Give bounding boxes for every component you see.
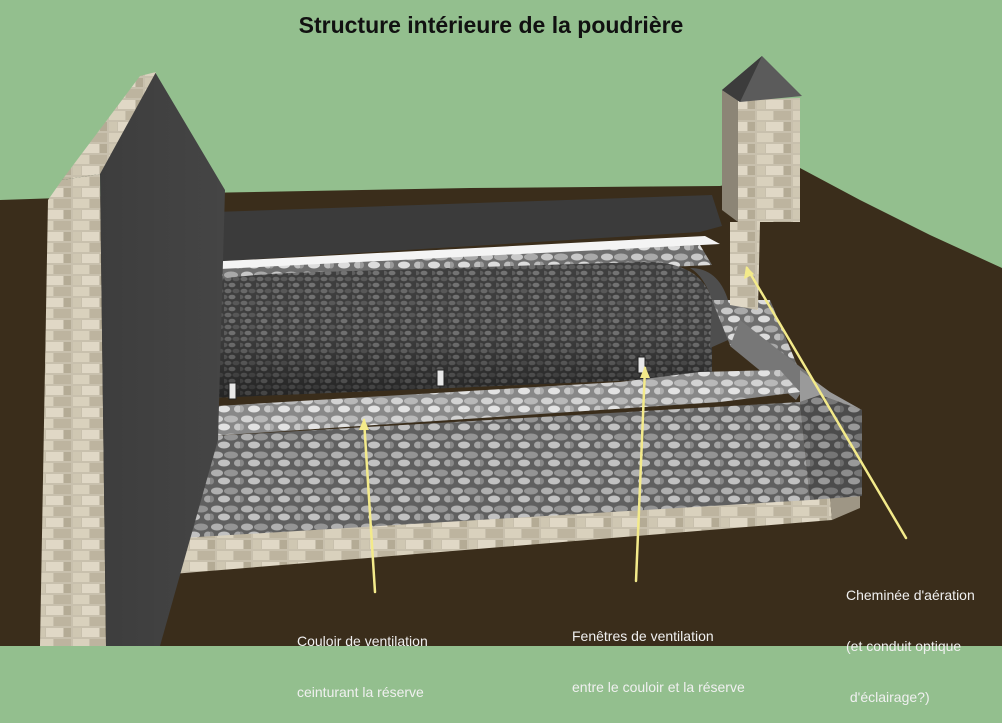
outer-plinth-side [830, 492, 860, 520]
back-wall-top [155, 195, 722, 262]
outer-wall-right [800, 395, 862, 500]
label-cheminee-line-1: Cheminée d'aération [846, 587, 975, 603]
label-cheminee-line-3: d'éclairage?) [846, 689, 930, 705]
left-gable-face [40, 174, 106, 646]
vault-end-arch [690, 268, 728, 348]
leader-fenetres [634, 366, 647, 583]
ventilation-chimney [722, 56, 802, 310]
leader-lines [362, 266, 908, 594]
label-couloir-line-2: ceinturant la réserve [297, 684, 424, 700]
label-cheminee-line-2: (et conduit optique [846, 638, 962, 654]
label-fenetres-line-2: entre le couloir et la réserve [572, 679, 745, 695]
powder-magazine-illustration [0, 56, 1002, 646]
leader-cheminee [745, 266, 908, 540]
leader-couloir [362, 418, 377, 594]
label-cheminee: Cheminée d'aération (et conduit optique … [846, 553, 975, 723]
label-fenetres: Fenêtres de ventilation entre le couloir… [572, 594, 745, 713]
diagram-title: Structure intérieure de la poudrière [298, 12, 684, 38]
front-corridor-wall [150, 370, 800, 440]
label-couloir-line-1: Couloir de ventilation [297, 633, 428, 649]
label-couloir: Couloir de ventilation ceinturant la rés… [297, 599, 428, 718]
ventilation-windows [228, 356, 646, 400]
label-fenetres-line-1: Fenêtres de ventilation [572, 628, 714, 644]
back-ledge [205, 236, 720, 272]
